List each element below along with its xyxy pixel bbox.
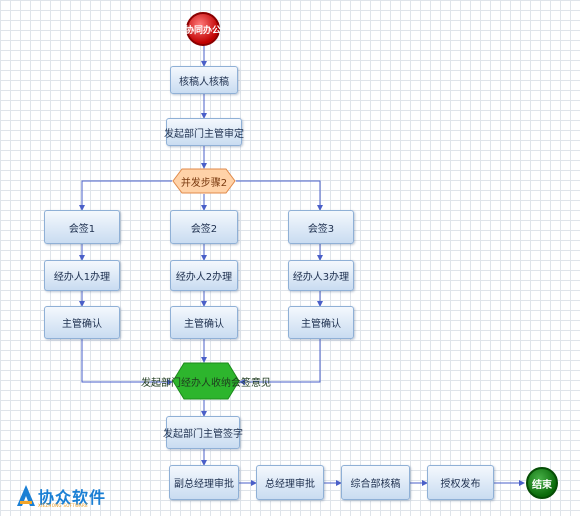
countersign-1-step[interactable]: 会签1 [44,210,120,244]
handler-1-step[interactable]: 经办人1办理 [44,260,120,291]
dept-head-sign-step[interactable]: 发起部门主管签字 [163,416,243,449]
countersign-2-step[interactable]: 会签2 [170,210,238,244]
logo-subtext: XIEZHONG SOFTWARE [38,503,88,508]
confirm-2-step[interactable]: 主管确认 [170,306,238,339]
logo-text: 协众软件 [38,488,107,507]
hexagon-shape [172,362,240,400]
parallel-step-node[interactable]: 并发步骤2 [172,168,236,194]
countersign-3-step[interactable]: 会签3 [288,210,354,244]
edge-parallel-cs1 [79,180,172,211]
draft-review-step[interactable]: 核稿人核稿 [170,66,238,94]
gm-approval-step[interactable]: 总经理审批 [256,465,324,500]
logo-mark-icon [17,485,35,506]
authorize-publish-step[interactable]: 授权发布 [427,465,494,500]
confirm-1-step[interactable]: 主管确认 [44,306,120,339]
handler-2-step[interactable]: 经办人2办理 [170,260,238,291]
general-dept-review-step[interactable]: 综合部核稿 [341,465,410,500]
merge-step-node[interactable]: 发起部门经办人收纳会签意见 [141,362,271,400]
end-node[interactable]: 结束 [526,467,558,499]
dept-head-review-step[interactable]: 发起部门主管审定 [164,118,244,146]
start-node[interactable]: 协同办公 [185,12,221,46]
merge-step-label: 发起部门经办人收纳会签意见 [141,377,271,389]
confirm-3-step[interactable]: 主管确认 [288,306,354,339]
company-logo: 协众软件 XIEZHONG SOFTWARE [16,484,116,510]
vp-approval-step[interactable]: 副总经理审批 [169,465,239,500]
parallel-step-label: 并发步骤2 [180,177,228,189]
edge-parallel-cs3 [236,180,323,211]
hexagon-shape [172,168,236,194]
edge-c1-merge [81,339,173,385]
edge-c3-merge [239,339,321,385]
handler-3-step[interactable]: 经办人3办理 [288,260,354,291]
